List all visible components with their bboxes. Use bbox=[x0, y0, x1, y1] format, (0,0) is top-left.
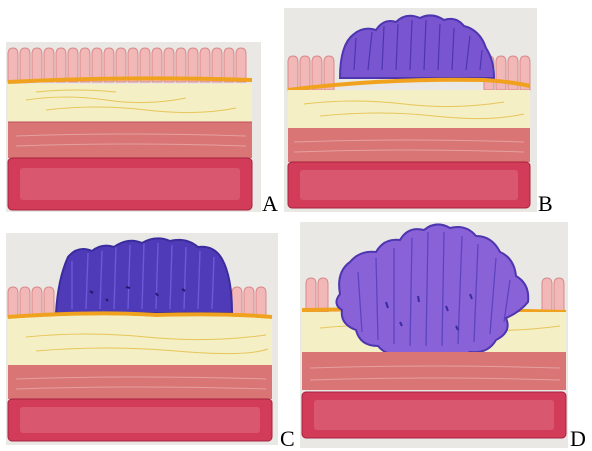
panel-a-illustration bbox=[6, 42, 261, 212]
submucosa-layer bbox=[8, 84, 252, 122]
submucosa-layer bbox=[288, 90, 530, 128]
panel-c bbox=[6, 233, 278, 445]
submucosa-layer bbox=[8, 315, 272, 365]
panel-d bbox=[300, 222, 568, 448]
panel-label-d: D bbox=[570, 428, 586, 450]
panel-b bbox=[284, 8, 537, 212]
panel-b-illustration bbox=[284, 8, 537, 212]
panel-label-b: B bbox=[538, 193, 553, 215]
inner-muscle-layer bbox=[302, 352, 566, 390]
panel-d-illustration bbox=[300, 222, 568, 448]
panel-c-illustration bbox=[6, 233, 278, 445]
inner-muscle-layer bbox=[8, 122, 252, 158]
panel-a bbox=[6, 42, 261, 212]
inner-muscle-layer bbox=[288, 128, 530, 162]
panel-label-a: A bbox=[262, 193, 278, 215]
inner-muscle-layer bbox=[8, 365, 272, 399]
panel-label-c: C bbox=[280, 428, 295, 450]
